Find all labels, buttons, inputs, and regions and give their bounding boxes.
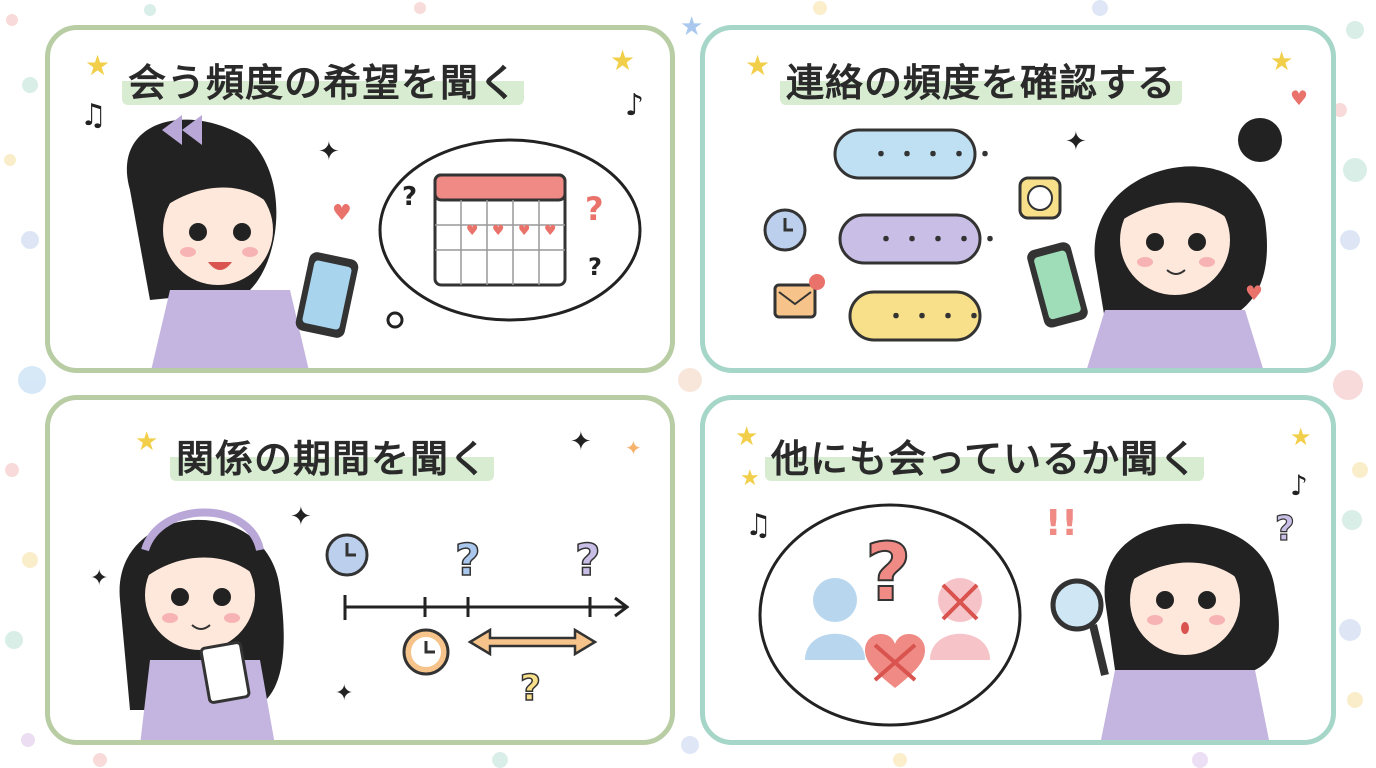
star-icon: ★ — [745, 49, 770, 82]
girl-character — [126, 115, 359, 368]
panel-title: 連絡の頻度を確認する — [780, 52, 1183, 107]
timeline — [343, 595, 630, 620]
question-mark-icon: ? — [402, 182, 417, 212]
star-icon: ★ — [735, 422, 758, 452]
star-icon: ★ — [1270, 47, 1293, 77]
sparkle-icon: ✦ — [1065, 127, 1087, 157]
speech-bubble — [758, 503, 1022, 727]
sparkle-icon: ✦ — [570, 427, 592, 457]
music-note-icon: ♪ — [1290, 469, 1308, 502]
panel-relationship-duration: 関係の期間を聞く ★ ✦ ✦ ✦ ? ? ? ✦ ✦ — [45, 395, 675, 745]
clock-icon — [1018, 176, 1062, 220]
panel-title-text: 会う頻度の希望を聞く — [122, 61, 525, 105]
heart-icon: ♥ — [332, 201, 352, 226]
girl-character — [1027, 118, 1282, 368]
girl-character — [119, 508, 284, 740]
sparkle-icon: ✦ — [335, 681, 353, 706]
magnifying-glass-icon — [1050, 578, 1109, 676]
question-mark-icon: ? — [865, 526, 911, 619]
chat-bubble-text: ・・・・・ — [870, 143, 1000, 168]
chat-bubble-text: ・・・・・ — [875, 228, 1005, 253]
heart-icon: ♥ — [1290, 86, 1308, 110]
music-note-icon: ♫ — [745, 508, 772, 543]
star-icon: ★ — [85, 49, 110, 82]
chat-bubble-text: ・・・・ — [885, 305, 989, 330]
calendar-icon: ♥ ♥ ♥ ♥ — [433, 173, 567, 287]
chat-bubble: ・・・・・ — [833, 128, 1000, 180]
star-icon: ★ — [740, 466, 760, 491]
panel-illustration: ★ ★ ★ ♪ ♫ ? !! ? — [735, 422, 1312, 740]
svg-text:♥: ♥ — [518, 223, 531, 239]
svg-text:♥: ♥ — [492, 223, 505, 239]
girl-character — [1101, 523, 1279, 740]
alarm-clock-icon — [763, 208, 807, 252]
broken-heart-icon — [865, 634, 925, 688]
heart-icon: ♥ — [1245, 281, 1263, 305]
music-note-icon: ♫ — [80, 98, 107, 133]
panel-seeing-others: 他にも会っているか聞く ★ ★ ★ ♪ ♫ ? !! ? — [700, 395, 1336, 745]
question-mark-icon: ? — [455, 535, 481, 586]
question-mark-icon: ? — [588, 253, 602, 281]
panel-title: 関係の期間を聞く — [170, 428, 495, 483]
mail-icon — [773, 274, 825, 319]
chat-bubble: ・・・・ — [848, 290, 989, 342]
svg-text:♥: ♥ — [544, 223, 557, 239]
double-arrow-icon — [467, 627, 598, 657]
svg-text:♥: ♥ — [466, 223, 479, 239]
panel-contact-frequency: 連絡の頻度を確認する ★ ★ ♥ ・・・・・ ・・・・・ ・・・・ ✦ — [700, 25, 1336, 373]
question-mark-icon: ? — [585, 190, 604, 228]
music-note-icon: ♪ — [625, 88, 644, 123]
sparkle-icon: ✦ — [90, 566, 108, 591]
panel-title: 他にも会っているか聞く — [765, 428, 1205, 483]
question-mark-icon: ? — [575, 535, 601, 586]
chat-bubble: ・・・・・ — [838, 213, 1005, 265]
panel-title: 会う頻度の希望を聞く — [122, 52, 525, 107]
panel-title-text: 関係の期間を聞く — [170, 437, 495, 481]
star-icon: ★ — [610, 44, 635, 77]
exclamation-icon: !! — [1045, 503, 1078, 544]
panel-title-text: 他にも会っているか聞く — [765, 437, 1205, 481]
panel-illustration: ★ ★ ♥ ・・・・・ ・・・・・ ・・・・ ✦ — [745, 47, 1308, 368]
sparkle-icon: ✦ — [318, 137, 340, 167]
star-icon: ★ — [1290, 423, 1312, 451]
sparkle-icon: ✦ — [290, 502, 312, 532]
question-mark-icon: ? — [1275, 509, 1295, 549]
person-crossed-icon — [930, 578, 990, 660]
sparkle-icon: ✦ — [625, 436, 642, 460]
clock-icon — [325, 533, 369, 577]
star-icon: ★ — [680, 12, 703, 42]
panel-title-text: 連絡の頻度を確認する — [780, 61, 1183, 105]
person-icon — [805, 578, 865, 660]
question-mark-icon: ? — [520, 668, 541, 709]
panel-meeting-frequency: 会う頻度の希望を聞く ★ ★ ♫ ♪ ♥ ✦ ♥ ♥ ♥ — [45, 25, 675, 373]
panel-illustration: ★ ★ ♫ ♪ ♥ ✦ ♥ ♥ ♥ ♥ ? ? — [80, 44, 644, 368]
panel-illustration: ★ ✦ ✦ ✦ ? ? ? ✦ ✦ — [90, 427, 642, 740]
clock-icon — [402, 628, 450, 676]
star-icon: ★ — [135, 427, 158, 457]
